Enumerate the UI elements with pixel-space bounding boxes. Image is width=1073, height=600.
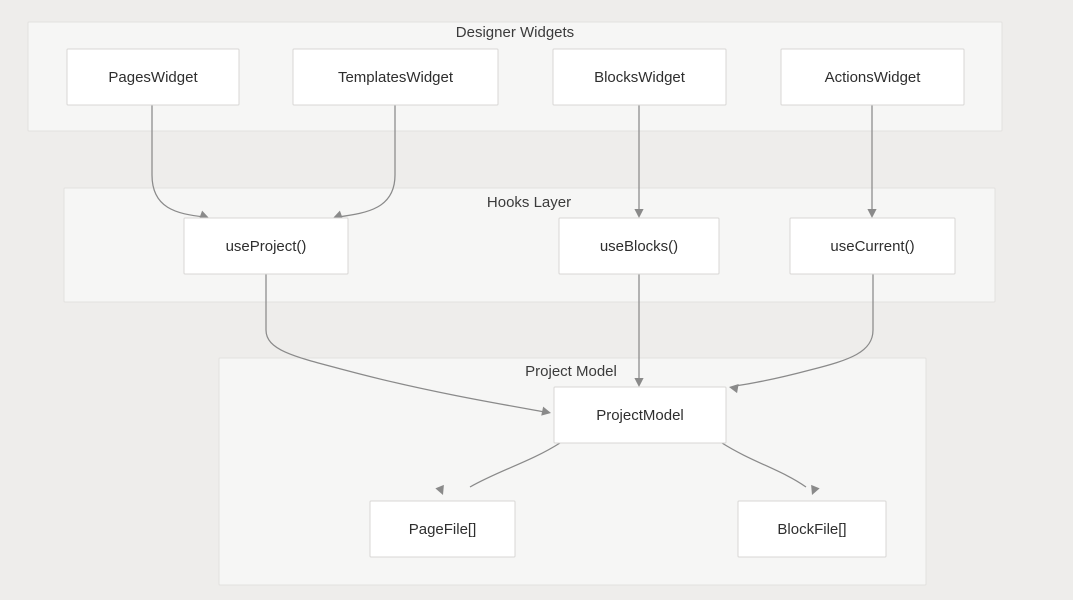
edge-line bbox=[734, 274, 874, 387]
edge-model-to-blockfile bbox=[721, 442, 820, 495]
node-block-file[interactable]: BlockFile[] bbox=[737, 500, 887, 558]
edge-pages-to-useproject bbox=[151, 105, 209, 220]
group-title-designer-widgets: Designer Widgets bbox=[456, 24, 574, 41]
node-box-actions-widget[interactable] bbox=[780, 48, 965, 106]
node-box-block-file[interactable] bbox=[737, 500, 887, 558]
edges-layer bbox=[151, 105, 877, 495]
node-blocks-widget[interactable]: BlocksWidget bbox=[552, 48, 727, 106]
node-label-use-current: useCurrent() bbox=[830, 238, 914, 255]
node-box-templates-widget[interactable] bbox=[292, 48, 499, 106]
node-pages-widget[interactable]: PagesWidget bbox=[66, 48, 240, 106]
node-templates-widget[interactable]: TemplatesWidget bbox=[292, 48, 499, 106]
edge-useblocks-to-model bbox=[634, 274, 644, 387]
node-box-use-current[interactable] bbox=[789, 217, 956, 275]
edge-blocks-to-useblocks bbox=[634, 105, 644, 218]
edge-arrowhead-icon bbox=[634, 378, 644, 387]
node-project-model-node[interactable]: ProjectModel bbox=[553, 386, 727, 444]
node-box-blocks-widget[interactable] bbox=[552, 48, 727, 106]
node-label-page-file: PageFile[] bbox=[409, 521, 477, 538]
node-use-current[interactable]: useCurrent() bbox=[789, 217, 956, 275]
group-title-project-model: Project Model bbox=[525, 363, 617, 380]
node-box-pages-widget[interactable] bbox=[66, 48, 240, 106]
edge-arrowhead-icon bbox=[867, 209, 877, 218]
group-title-hooks-layer: Hooks Layer bbox=[487, 194, 571, 211]
node-use-blocks[interactable]: useBlocks() bbox=[558, 217, 720, 275]
node-box-page-file[interactable] bbox=[369, 500, 516, 558]
edge-arrowhead-icon bbox=[333, 210, 344, 220]
edge-usecurrent-to-model bbox=[729, 274, 874, 394]
group-panel-designer-widgets: Designer Widgets bbox=[27, 21, 1003, 132]
edge-arrowhead-icon bbox=[811, 484, 820, 495]
edge-line bbox=[721, 442, 807, 488]
node-label-use-blocks: useBlocks() bbox=[600, 238, 678, 255]
node-label-pages-widget: PagesWidget bbox=[108, 69, 198, 86]
edge-arrowhead-icon bbox=[634, 209, 644, 218]
node-label-project-model-node: ProjectModel bbox=[596, 407, 684, 424]
edge-line bbox=[469, 442, 561, 488]
edge-arrowhead-icon bbox=[541, 406, 551, 416]
edge-templates-to-useproject bbox=[333, 105, 396, 220]
edge-actions-to-usecurrent bbox=[867, 105, 877, 218]
edge-line bbox=[151, 105, 206, 218]
edge-useproject-to-model bbox=[265, 274, 551, 416]
edge-model-to-pagefile bbox=[435, 442, 561, 495]
node-label-templates-widget: TemplatesWidget bbox=[338, 69, 454, 86]
node-box-project-model-node[interactable] bbox=[553, 386, 727, 444]
node-label-use-project: useProject() bbox=[226, 238, 307, 255]
node-label-block-file: BlockFile[] bbox=[777, 521, 846, 538]
node-actions-widget[interactable]: ActionsWidget bbox=[780, 48, 965, 106]
node-box-use-blocks[interactable] bbox=[558, 217, 720, 275]
group-panel-rect bbox=[27, 21, 1003, 132]
edge-line bbox=[265, 274, 546, 413]
node-label-blocks-widget: BlocksWidget bbox=[594, 69, 686, 86]
nodes-layer: PagesWidget TemplatesWidget BlocksWidget Ac… bbox=[66, 48, 965, 558]
edge-arrowhead-icon bbox=[198, 210, 209, 220]
node-label-actions-widget: ActionsWidget bbox=[825, 69, 922, 86]
edge-arrowhead-icon bbox=[729, 384, 739, 394]
node-page-file[interactable]: PageFile[] bbox=[369, 500, 516, 558]
edge-line bbox=[337, 105, 396, 218]
edge-arrowhead-icon bbox=[435, 484, 444, 495]
node-box-use-project[interactable] bbox=[183, 217, 349, 275]
node-use-project[interactable]: useProject() bbox=[183, 217, 349, 275]
